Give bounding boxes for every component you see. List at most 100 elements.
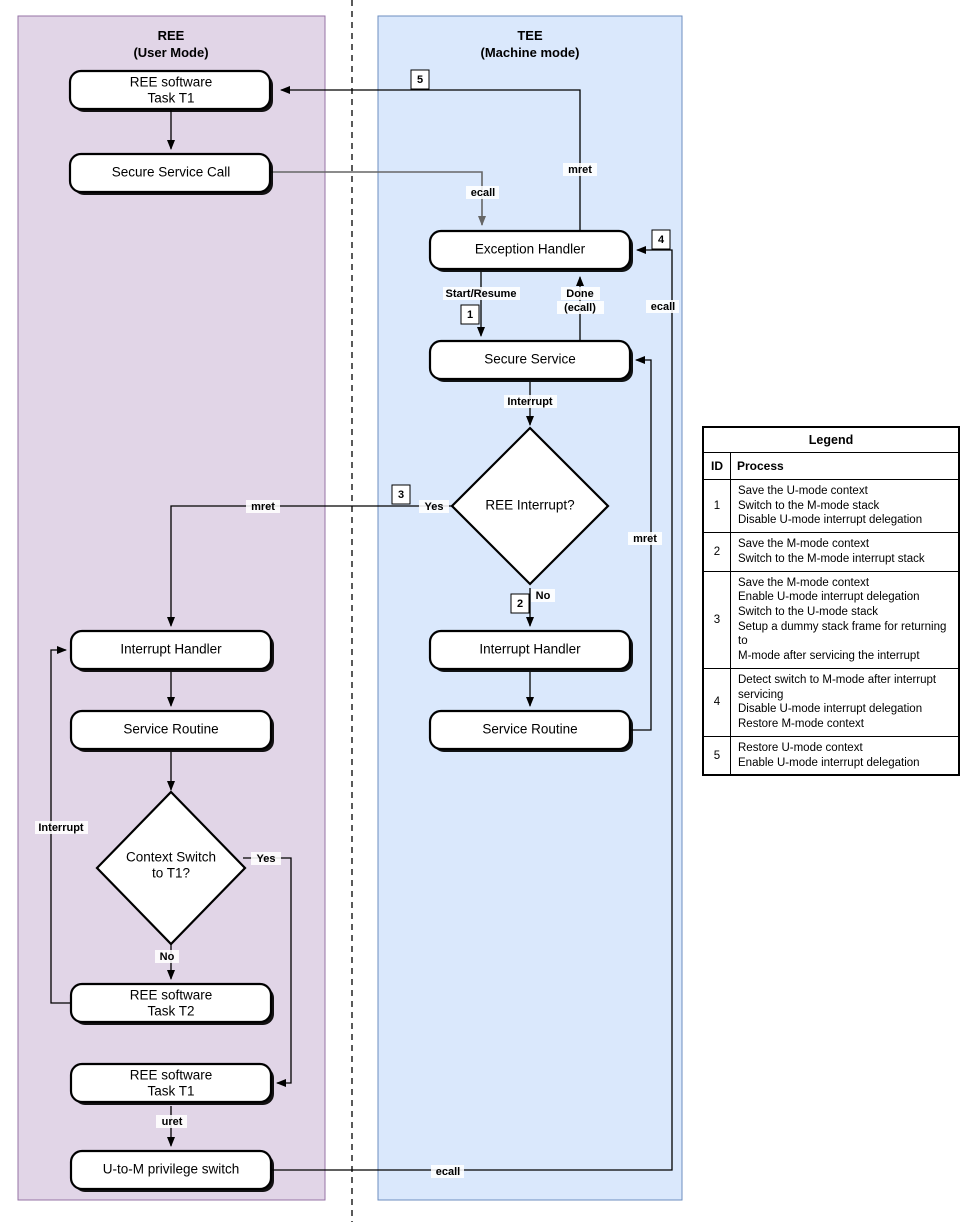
edge-mret-to-ree-task-t1 — [280, 86, 581, 230]
legend-line: Detect switch to M-mode after interrupt — [738, 673, 937, 686]
node-decision-ree-interrupt[interactable]: REE Interrupt? — [450, 426, 610, 586]
edge-label-interrupt-ree: Interrupt — [35, 821, 88, 834]
svg-text:Yes: Yes — [257, 853, 276, 865]
node-u-to-m-privilege-switch[interactable]: U-to-M privilege switch — [69, 1149, 274, 1192]
svg-text:ecall: ecall — [471, 187, 495, 199]
legend-line: Save the M-mode context — [738, 538, 870, 551]
legend-row-process: Save the U-mode context Switch to the M-… — [730, 478, 959, 534]
legend-row: 1 Save the U-mode context Switch to the … — [703, 478, 959, 534]
step-marker-1: 1 — [460, 304, 480, 325]
node-label: Service Routine — [123, 722, 218, 737]
edge-label-ecall-right: ecall — [646, 300, 679, 313]
svg-text:ecall: ecall — [651, 301, 675, 313]
step-marker-5: 5 — [410, 69, 430, 90]
node-secure-service-call[interactable]: Secure Service Call — [68, 152, 273, 195]
edge-label-yes-tee: Yes — [419, 500, 449, 513]
svg-text:Start/Resume: Start/Resume — [446, 288, 517, 300]
node-label: Task T1 — [147, 91, 194, 106]
legend-line: Restore U-mode context — [738, 741, 863, 754]
node-decision-context-switch[interactable]: Context Switch to T1? — [95, 790, 247, 946]
node-ree-task-t2[interactable]: REE software Task T2 — [69, 982, 274, 1025]
edge-label-mret-right: mret — [628, 532, 662, 545]
node-tee-interrupt-handler[interactable]: Interrupt Handler — [428, 629, 633, 672]
svg-text:mret: mret — [633, 533, 657, 545]
legend-header-row: ID Process — [703, 452, 959, 480]
node-tee-service-routine[interactable]: Service Routine — [428, 709, 633, 752]
svg-text:5: 5 — [417, 74, 423, 86]
legend-table: Legend ID Process 1 Save the U-mode cont… — [703, 427, 959, 776]
svg-text:Done: Done — [566, 288, 594, 300]
legend-title: Legend — [703, 427, 959, 453]
legend-row-process: Save the M-mode context Switch to the M-… — [730, 532, 959, 572]
node-label: Secure Service — [484, 352, 576, 367]
legend-line: servicing — [738, 688, 784, 701]
node-label: REE software — [130, 75, 213, 90]
svg-text:(ecall): (ecall) — [564, 302, 596, 314]
region-title-ree: REE — [158, 28, 185, 43]
node-ree-task-t1-top[interactable]: REE software Task T1 — [68, 69, 273, 112]
edge-u-to-m-switch-to-exception-handler — [271, 246, 673, 1171]
edge-label-ecall-top: ecall — [466, 186, 499, 199]
node-label: Context Switch — [126, 850, 216, 865]
edge-label-mret-top: mret — [563, 163, 597, 176]
svg-text:ecall: ecall — [436, 1166, 460, 1178]
node-label: REE software — [130, 988, 213, 1003]
legend-line: Save the U-mode context — [738, 485, 868, 497]
edge-label-ecall-bottom: ecall — [431, 1165, 464, 1178]
region-title-tee: TEE — [517, 28, 543, 43]
legend-line: Enable U-mode interrupt delegation — [738, 591, 920, 604]
node-label: U-to-M privilege switch — [103, 1162, 240, 1177]
legend-line: Restore M-mode context — [738, 718, 864, 731]
step-marker-4: 4 — [651, 229, 671, 250]
node-label: Service Routine — [482, 722, 577, 737]
svg-text:1: 1 — [467, 309, 473, 321]
legend-line: Enable U-mode interrupt delegation — [738, 756, 920, 769]
svg-text:uret: uret — [162, 1116, 183, 1128]
legend-row-id: 5 — [703, 735, 731, 776]
legend-header-process: Process — [730, 452, 959, 480]
svg-text:mret: mret — [568, 164, 592, 176]
legend-line: Save the M-mode context — [738, 576, 870, 589]
legend-panel: Legend ID Process 1 Save the U-mode cont… — [702, 426, 960, 777]
legend-line: Switch to the M-mode stack — [738, 499, 880, 512]
legend-row-id: 3 — [703, 570, 731, 669]
node-ree-service-routine[interactable]: Service Routine — [69, 709, 274, 752]
svg-text:4: 4 — [658, 234, 665, 246]
svg-text:Interrupt: Interrupt — [38, 822, 84, 834]
legend-row-id: 1 — [703, 478, 731, 534]
legend-row: 2 Save the M-mode context Switch to the … — [703, 532, 959, 572]
node-secure-service[interactable]: Secure Service — [428, 339, 633, 382]
edge-decision-yes-to-ree-interrupt-handler — [167, 505, 456, 627]
node-label: REE Interrupt? — [485, 498, 574, 513]
edge-label-no-tee: No — [531, 589, 555, 602]
node-ree-interrupt-handler[interactable]: Interrupt Handler — [69, 629, 274, 672]
legend-row: 3 Save the M-mode context Enable U-mode … — [703, 570, 959, 669]
legend-line: Switch to the M-mode interrupt stack — [738, 552, 925, 565]
svg-text:No: No — [160, 951, 175, 963]
legend-line: Disable U-mode interrupt delegation — [738, 703, 923, 716]
legend-row-process: Restore U-mode context Enable U-mode int… — [730, 735, 959, 776]
edge-label-uret: uret — [156, 1115, 187, 1128]
edge-service-call-to-exception-handler — [271, 171, 486, 226]
node-ree-task-t1-bottom[interactable]: REE software Task T1 — [69, 1062, 274, 1105]
region-subtitle-tee: (Machine mode) — [481, 45, 580, 60]
legend-row: 5 Restore U-mode context Enable U-mode i… — [703, 735, 959, 776]
node-label: Task T1 — [147, 1084, 194, 1099]
legend-row-process: Detect switch to M-mode after interrupt … — [730, 667, 959, 737]
step-marker-2: 2 — [510, 593, 530, 614]
edge-label-done-ecall: Done (ecall) — [557, 287, 604, 314]
legend-line: Switch to the U-mode stack — [738, 606, 878, 619]
node-label: Interrupt Handler — [120, 642, 222, 657]
svg-text:mret: mret — [251, 501, 275, 513]
node-label: Task T2 — [147, 1004, 194, 1019]
node-label: Secure Service Call — [112, 165, 231, 180]
legend-line: M-mode after servicing the interrupt — [738, 650, 920, 663]
region-subtitle-ree: (User Mode) — [133, 45, 208, 60]
svg-text:3: 3 — [398, 489, 404, 501]
node-label: REE software — [130, 1068, 213, 1083]
node-label: Exception Handler — [475, 242, 586, 257]
node-exception-handler[interactable]: Exception Handler — [428, 229, 633, 272]
legend-row: 4 Detect switch to M-mode after interrup… — [703, 667, 959, 737]
